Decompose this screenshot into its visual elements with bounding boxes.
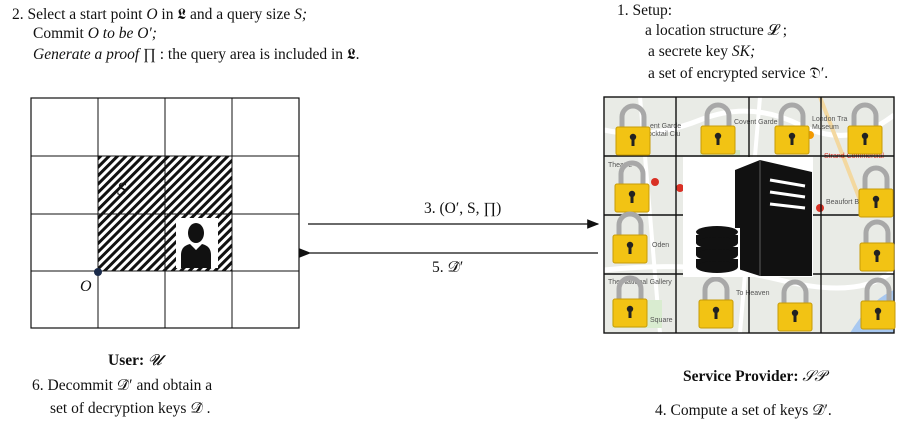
query-size-symbol: S;: [294, 6, 308, 23]
setup-title: 1. Setup:: [617, 2, 673, 19]
map-label: Covent Garde: [734, 119, 778, 126]
proof-text: Generate a proof: [33, 46, 140, 63]
commit-Oprime-symbol: O′;: [137, 25, 157, 42]
provider-label-text: Service Provider:: [683, 368, 799, 385]
provider-map-grid: ent Garde ocktail Ciu Covent Garde Londo…: [603, 96, 895, 334]
map-label: Oden: [652, 242, 669, 249]
secret-key-text: a secrete key: [648, 43, 729, 60]
commit-O-symbol: O: [87, 25, 99, 42]
step2-in-text: in: [161, 6, 174, 23]
setup-item-key: a secrete key SK;: [648, 43, 755, 61]
user-person-icon: [176, 218, 218, 268]
step4-label: 4. Compute a set of keys 𝒟̂′.: [655, 402, 832, 419]
map-label: To Heaven: [736, 290, 770, 297]
start-point-symbol: O: [146, 6, 158, 23]
step2-select-text: 2. Select a start point: [12, 6, 143, 23]
step2-line1: 2. Select a start point O in 𝕷 and a que…: [12, 6, 307, 24]
user-symbol: 𝓤: [148, 352, 162, 369]
map-label: Beaufort B: [826, 199, 859, 206]
proof-desc-text: : the query area is included in: [159, 46, 344, 63]
setup-item-service: a set of encrypted service 𝔇′.: [648, 65, 829, 82]
location-structure-symbol: 𝕷: [177, 6, 187, 23]
step2-query-text: and a query size: [189, 6, 291, 23]
step3-label: 3. (O′, S, ∏): [424, 200, 502, 217]
map-label: Theatre: [608, 162, 632, 169]
step6-line2: set of decryption keys 𝒟̂ .: [50, 400, 211, 417]
map-label: London Tra: [812, 116, 848, 123]
step6-line1: 6. Decommit 𝒟̂′ and obtain a: [32, 377, 213, 394]
origin-label: O: [80, 278, 92, 295]
secret-key-symbol: SK;: [731, 43, 756, 60]
start-point-dot: [94, 268, 102, 276]
map-label: Museum: [812, 124, 839, 131]
user-location-grid: [30, 97, 300, 329]
database-icon: [694, 226, 740, 273]
setup-item-location: a location structure 𝓛 ;: [645, 22, 788, 39]
map-label: ocktail Ciu: [648, 131, 680, 138]
map-label: Square: [650, 317, 673, 324]
commit-to-be-text: to be: [102, 25, 134, 42]
provider-label: Service Provider: 𝒮𝒫: [683, 368, 826, 386]
map-label: ent Garde: [650, 123, 681, 130]
user-label-text: User:: [108, 352, 145, 369]
user-label: User: 𝓤: [108, 352, 162, 370]
step5-label: 5. 𝒟̂′: [432, 259, 464, 276]
proof-symbol: ∏: [143, 46, 156, 63]
query-region-label: S: [117, 179, 127, 200]
step2-line3: Generate a proof ∏ : the query area is i…: [33, 46, 360, 64]
commit-text: Commit: [33, 25, 84, 42]
provider-symbol: 𝒮𝒫: [802, 368, 826, 385]
step2-line2: Commit O to be O′;: [33, 25, 157, 43]
proof-location-symbol: 𝕷.: [346, 46, 360, 63]
